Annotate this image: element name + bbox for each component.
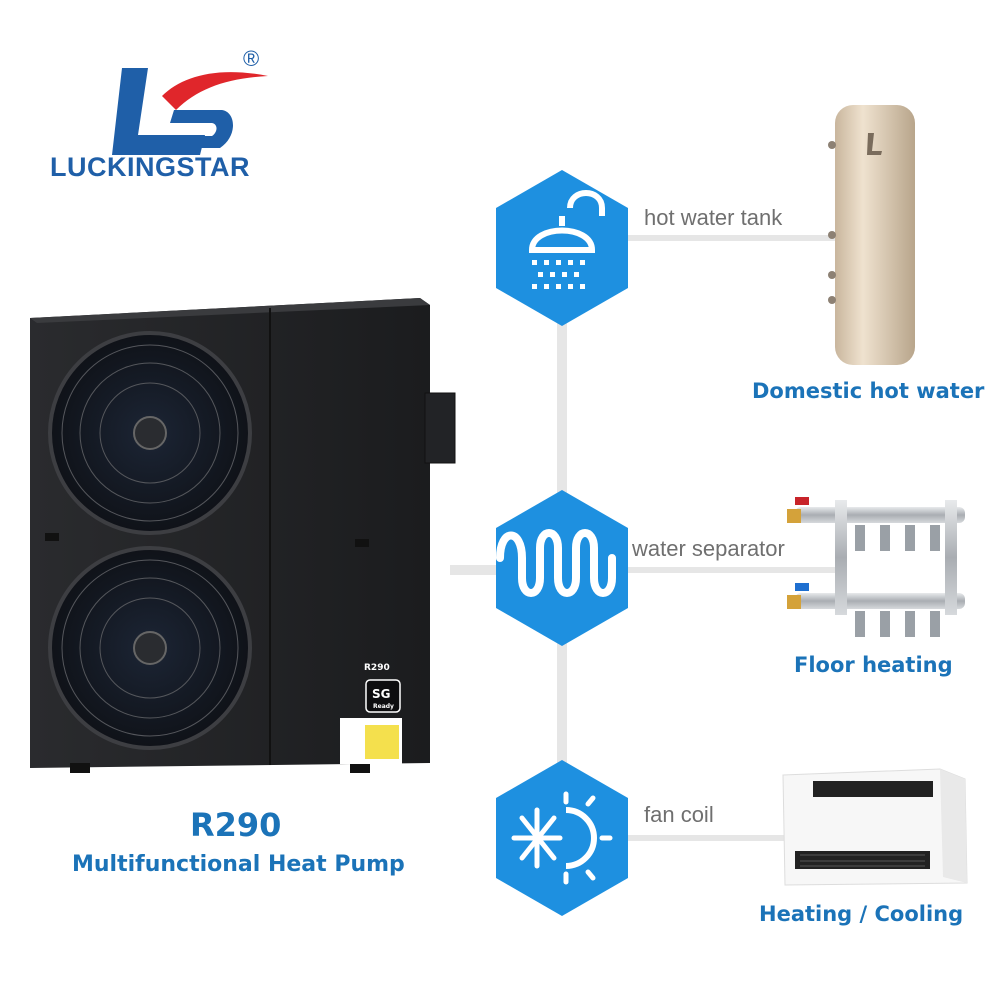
registered-mark: ® <box>243 46 260 71</box>
heat-pump-unit-image <box>30 298 456 773</box>
refrigerant-badge: R290 <box>364 663 390 673</box>
application-label-floor-heating: Floor heating <box>794 653 953 677</box>
upper-fan <box>48 331 252 535</box>
connection-label-hot-water-tank: hot water tank <box>640 205 787 231</box>
product-model: R290 <box>190 806 282 844</box>
connection-label-fan-coil: fan coil <box>640 802 718 828</box>
brand-logo <box>100 40 290 165</box>
application-label-domestic-hot-water: Domestic hot water <box>752 379 985 403</box>
fan-coil-image <box>782 768 968 886</box>
application-label-heating-cooling: Heating / Cooling <box>759 902 964 926</box>
unit-badges: R290 SG Ready <box>364 663 401 713</box>
snowflake-sun-icon <box>496 760 628 916</box>
floor-heating-coil-icon <box>496 490 628 646</box>
hot-water-tank-image <box>828 105 915 365</box>
shower-icon <box>496 170 628 326</box>
sg-badge: SG <box>372 687 391 701</box>
sg-ready-text: Ready <box>373 703 394 710</box>
lower-fan <box>48 546 252 750</box>
product-subtitle: Multifunctional Heat Pump <box>72 852 405 877</box>
connection-label-water-separator: water separator <box>628 536 789 562</box>
brand-name: LUCKINGSTAR <box>50 152 250 182</box>
manifold-image <box>787 497 965 637</box>
